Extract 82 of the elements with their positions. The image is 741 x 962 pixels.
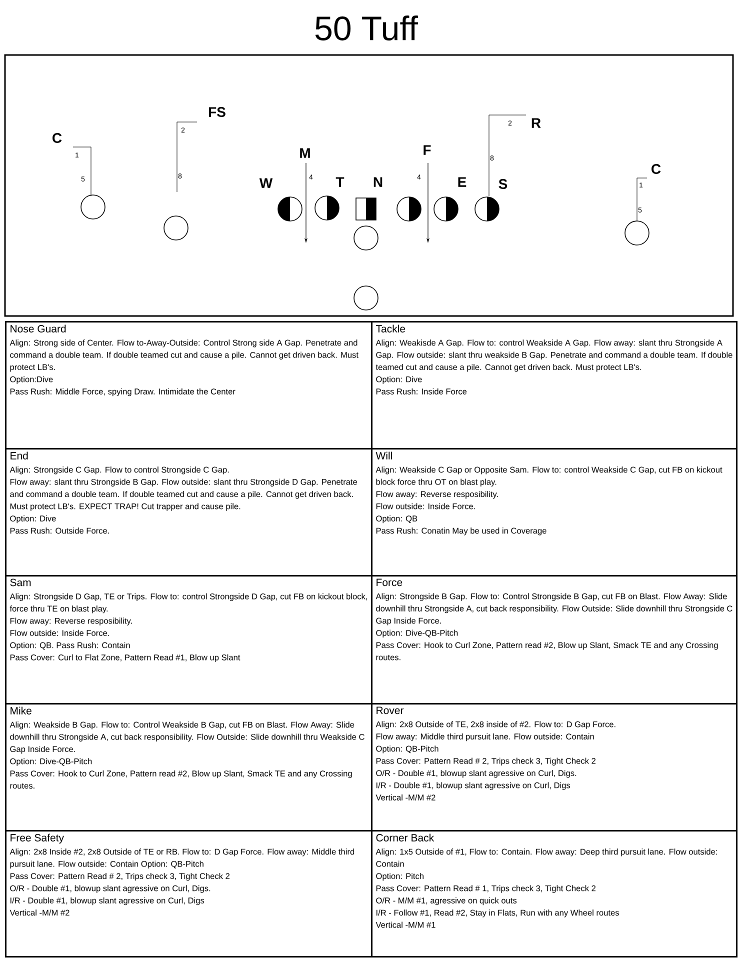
cell-text: Pass Rush: Middle Force, spying Draw. Intimidate the Center <box>10 388 236 396</box>
cell-heading: Mike <box>10 706 32 714</box>
cell-text: Pass Cover: Pattern Read # 2, Trips check 3, Tight Check 2 <box>376 758 596 766</box>
table-cell <box>371 703 738 832</box>
cell-heading: End <box>10 452 28 460</box>
cell-text: Pass Cover: Pattern Read # 2, Trips check 3, Tight Check 2 <box>10 872 230 881</box>
cell-text: Flow away: slant thru Strongside B Gap. Flow outside: slant thru Strongside D Gap. Penetrate and command a double team. If double teamed cut and cause a pile. Cannot get driven back. Must protect LB's. EXPECT TRAP! Cut trapper and cause pile. <box>10 478 358 511</box>
cell-text: O/R - Double #1, blowup slant agressive on Curl, Digs. <box>10 885 210 893</box>
cell-heading: Force <box>376 578 402 586</box>
cell-text: Align: Weakside B Gap. Flow to: Control Weakside B Gap, cut FB on Blast. Flow Away: Slide downhill thru Strongside A, cut back responsibility. Flow Outside: Slide downhill thru Weakside C Gap Inside Force. <box>10 722 364 754</box>
position-letter: E <box>458 177 466 187</box>
cell-text: Align: Strongside D Gap, TE or Trips. Flow to: control Strongside D Gap, cut FB on kickout block, force thru TE on blast play. <box>10 593 367 614</box>
cell-text: Option: Dive <box>10 515 56 524</box>
cell-text: O/R - Double #1, blowup slant agressive on Curl, Digs. <box>376 770 576 778</box>
cell-text: Option:Dive <box>10 376 53 384</box>
cell-text: O/R - M/M #1, agressive on quick outs <box>376 897 517 906</box>
cell-text: I/R - Follow #1, Read #2, Stay in Flats, Run with any Wheel routes <box>376 910 619 918</box>
cell-text: Align: 2x8 Inside #2, 2x8 Outside of TE or RB. Flow to: D Gap Force. Flow away: Middle third pursuit lane. Flow outside: Contain Option: QB-Pitch <box>10 848 354 868</box>
table-cell <box>5 448 372 576</box>
cell-text: Align: Strong side of Center. Flow to-Away-Outside: Control Strong side A Gap. Penetrate and command a double team. If double teamed cut and cause a pile. Cannot get driven back. Must protect LB's. <box>10 340 358 372</box>
cell-text: Vertical -M/M #2 <box>10 910 70 916</box>
cell-text: Vertical -M/M #2 <box>376 794 436 800</box>
cell-text: Align: 2x8 Outside of TE, 2x8 inside of #2. Flow to: D Gap Force. <box>376 721 616 729</box>
cell-text: Vertical -M/M #1 <box>376 922 436 928</box>
cell-text: Option: QB <box>376 515 418 524</box>
cell-text: Pass Cover: Hook to Curl Zone, Pattern read #2, Blow up Slant, Smack TE and any Crossing routes. <box>10 770 352 789</box>
cell-text: Align: 1x5 Outside of #1, Flow to: Contain. Flow away: Deep third pursuit lane. Flow outside: Contain <box>376 848 717 867</box>
defender-symbol <box>396 196 422 222</box>
table-cell <box>5 830 372 958</box>
cell-heading: Nose Guard <box>10 324 66 332</box>
cell-text: Align: Strongside B Gap. Flow to: Control Strongside B Gap, cut FB on Blast. Flow Away: Slide downhill thru Strongside A, cut back responsibility. Flow Outside: Slide downhill thru Strongside C Gap Inside Force. <box>376 593 732 626</box>
cell-text: Option: QB. Pass Rush: Contain <box>10 642 130 650</box>
table-cell <box>371 448 738 576</box>
cell-text: Align: Weakside C Gap or Opposite Sam. Flow to: control Weakside C Gap, cut FB on kickout block force thru OT on blast play. <box>376 466 722 486</box>
cell-text: Flow outside: Inside Force. <box>376 503 475 510</box>
offense-circle <box>354 286 378 310</box>
cell-heading: Will <box>376 452 392 460</box>
offense-circle <box>164 216 188 240</box>
cell-text: Pass Rush: Inside Force <box>376 388 467 394</box>
position-letter: N <box>374 177 382 187</box>
position-letter: S <box>498 179 508 189</box>
table-cell <box>371 830 738 958</box>
table-cell <box>371 575 738 704</box>
cell-text: Pass Rush: Conatin May be used in Coverage <box>376 528 546 536</box>
cell-text: Option: Dive-QB-Pitch <box>376 630 458 638</box>
table-cell <box>371 321 738 450</box>
position-letter: C <box>652 164 661 174</box>
cell-text: Option: Dive <box>376 376 422 384</box>
offense-circle <box>354 226 378 250</box>
cell-heading: Rover <box>376 706 404 714</box>
cell-text: Pass Rush: Outside Force. <box>10 528 109 534</box>
cell-text: Flow away: Reverse resposibility. <box>376 490 498 499</box>
cell-text: Option: Dive-QB-Pitch <box>10 758 92 766</box>
cell-heading: Corner Back <box>376 834 434 842</box>
cell-text: Flow away: Middle third pursuit lane. Flow outside: Contain <box>376 733 594 742</box>
offense-circle <box>624 220 650 246</box>
offense-circle <box>80 194 106 220</box>
position-letter: T <box>336 177 344 187</box>
cell-heading: Sam <box>10 578 31 586</box>
title: 50 Tuff <box>315 16 418 40</box>
cell-text: Align: Weakisde A Gap. Flow to: control Weakside A Gap. Flow away: slant thru Strongside A Gap. Flow outside: slant thru weakside B Gap. Penetrate and command a double team. If double teamed cut and cause a pile. Cannot get driven back. Must protect LB's. <box>376 340 732 372</box>
cell-text: Align: Strongside C Gap. Flow to control Strongside C Gap. <box>10 466 229 474</box>
table-cell <box>5 703 372 832</box>
table-cell <box>5 575 372 704</box>
position-letter: M <box>300 148 310 158</box>
cell-text: I/R - Double #1, blowup slant agressive on Curl, Digs <box>376 782 570 790</box>
position-letter: W <box>259 178 273 188</box>
cell-heading: Free Safety <box>10 834 64 844</box>
cell-text: Flow outside: Inside Force. <box>10 630 109 636</box>
cell-text: Flow away: Reverse resposibility. <box>10 618 132 626</box>
position-letter: R <box>532 118 541 128</box>
position-letter: FS <box>209 107 226 117</box>
table-cell <box>5 321 372 450</box>
cell-text: Pass Cover: Curl to Flat Zone, Pattern Read #1, Blow up Slant <box>10 654 240 662</box>
cell-text: I/R - Double #1, blowup slant agressive on Curl, Digs <box>10 897 204 906</box>
cell-text: Pass Cover: Hook to Curl Zone, Pattern read #2, Blow up Slant, Smack TE and any Crossing routes. <box>376 642 718 660</box>
cell-text: Option: QB-Pitch <box>376 746 438 754</box>
cell-text: Pass Cover: Pattern Read # 1, Trips check 3, Tight Check 2 <box>376 885 596 893</box>
position-letter: C <box>52 133 62 143</box>
position-letter: F <box>424 145 431 155</box>
cell-heading: Tackle <box>376 324 406 332</box>
cell-text: Option: Pitch <box>376 872 424 881</box>
